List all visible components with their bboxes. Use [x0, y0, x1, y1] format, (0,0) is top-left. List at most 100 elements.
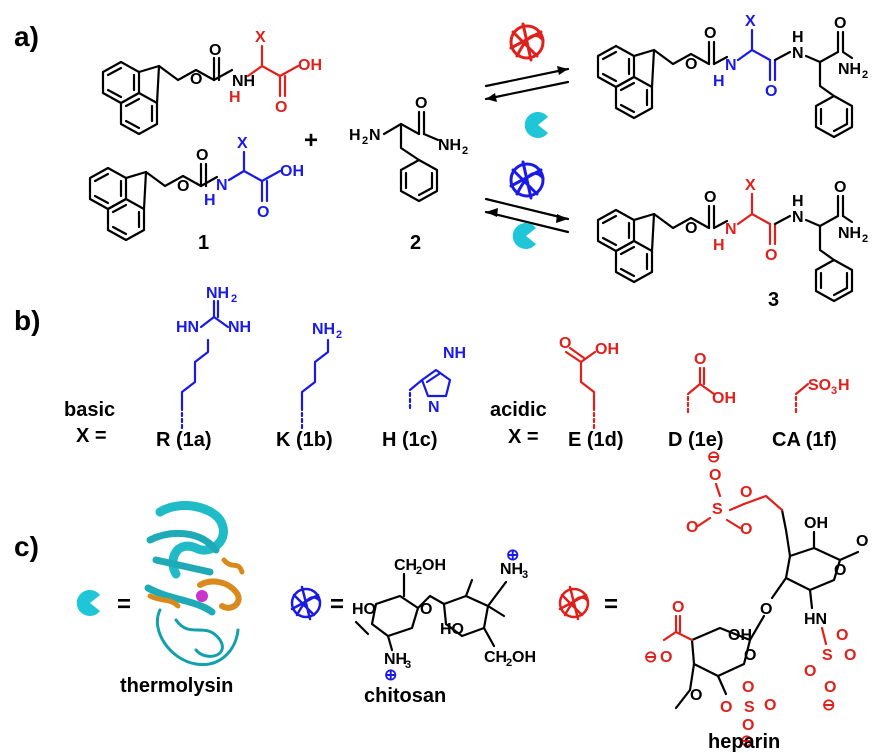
svg-text:N: N [725, 221, 737, 238]
svg-text:HN: HN [804, 611, 827, 628]
histidine-side-chain: NH N [408, 345, 466, 416]
red-scribble-heparin-icon [558, 585, 590, 621]
equals-heparin: = [604, 591, 618, 618]
svg-text:⊖: ⊖ [707, 449, 720, 466]
svg-text:O: O [742, 679, 754, 696]
svg-text:NH: NH [443, 345, 466, 362]
svg-text:CH: CH [394, 557, 417, 574]
x-equals-basic: X = [76, 425, 107, 447]
svg-text:2: 2 [462, 145, 468, 157]
plus-sign: + [304, 127, 318, 154]
svg-text:N: N [369, 127, 381, 144]
svg-text:OH: OH [512, 649, 536, 666]
svg-text:O: O [209, 42, 221, 59]
svg-text:NH: NH [838, 225, 861, 242]
compound-label-3: 3 [768, 289, 779, 311]
svg-text:2: 2 [862, 233, 868, 245]
heparin-label: heparin [708, 731, 780, 753]
svg-text:NH: NH [228, 319, 251, 336]
equilibrium-arrows-top [484, 66, 570, 102]
equals-thermolysin: = [117, 591, 131, 618]
label-E-1d: E (1d) [568, 429, 624, 451]
svg-text:HO: HO [352, 601, 376, 618]
panel-label-c: c) [14, 531, 39, 562]
svg-text:OH: OH [595, 341, 619, 358]
svg-text:O: O [415, 95, 427, 112]
svg-text:O: O [804, 663, 816, 680]
x-equals-acidic: X = [508, 426, 539, 448]
svg-text:NH: NH [384, 651, 407, 668]
svg-text:OH: OH [422, 557, 446, 574]
svg-text:N: N [792, 209, 804, 226]
thermolysin-label: thermolysin [120, 675, 233, 697]
svg-text:O: O [694, 351, 706, 368]
svg-text:OH: OH [298, 57, 322, 74]
svg-text:SO: SO [808, 377, 831, 394]
svg-text:N: N [428, 399, 440, 416]
blue-scribble-chitosan-icon [509, 160, 545, 200]
svg-text:OH: OH [804, 515, 828, 532]
acidic-label: acidic [490, 399, 547, 421]
svg-text:O: O [420, 601, 432, 618]
svg-text:O: O [704, 25, 716, 42]
svg-text:H: H [713, 237, 725, 254]
label-H-1c: H (1c) [382, 429, 438, 451]
svg-text:O: O [836, 627, 848, 644]
svg-text:⊕: ⊕ [506, 547, 519, 564]
svg-text:HN: HN [176, 319, 199, 336]
svg-text:O: O [685, 56, 697, 73]
svg-text:3: 3 [522, 569, 528, 581]
aspartate-side-chain: O OH [686, 351, 736, 414]
heparin-structure: O O OH O S O ⊖ O O HN S O O O ⊖ O O OH O [644, 449, 868, 750]
svg-text:O: O [764, 697, 776, 714]
svg-text:NH: NH [206, 285, 229, 302]
svg-text:OH: OH [728, 627, 752, 644]
svg-text:CH: CH [484, 649, 507, 666]
svg-text:X: X [255, 29, 266, 46]
compound-label-2: 2 [410, 232, 421, 254]
svg-text:O: O [834, 179, 846, 196]
svg-text:H: H [204, 192, 216, 209]
svg-text:O: O [834, 562, 846, 579]
dipeptide-product-blue: O O N H X O N H O NH 2 [596, 13, 868, 139]
svg-text:O: O [690, 687, 702, 704]
svg-text:O: O [686, 519, 698, 536]
svg-text:⊖: ⊖ [822, 697, 835, 714]
svg-text:O: O [709, 467, 721, 484]
svg-text:N: N [792, 45, 804, 62]
cyan-pacman-thermolysin-icon [512, 223, 536, 249]
svg-text:⊖: ⊖ [740, 733, 753, 750]
fmoc-amino-acid-blue: O O N H X O OH [88, 135, 304, 242]
svg-text:O: O [257, 204, 269, 221]
blue-scribble-chitosan-icon [290, 585, 322, 621]
svg-text:X: X [745, 13, 756, 30]
svg-text:OH: OH [280, 163, 304, 180]
svg-text:⊕: ⊕ [384, 667, 397, 684]
cyan-pacman-thermolysin-icon [524, 112, 548, 138]
equals-chitosan: = [330, 591, 344, 618]
svg-text:NH: NH [438, 137, 461, 154]
svg-text:O: O [177, 178, 189, 195]
basic-label: basic [64, 399, 115, 421]
svg-text:N: N [725, 57, 737, 74]
cysteic-acid-side-chain: SO 3 H [794, 377, 850, 414]
svg-text:HO: HO [440, 621, 464, 638]
svg-text:H: H [792, 193, 804, 210]
svg-text:2: 2 [416, 565, 422, 577]
svg-text:N: N [216, 177, 228, 194]
svg-text:O: O [685, 220, 697, 237]
svg-text:O: O [824, 679, 836, 696]
svg-text:O: O [704, 189, 716, 206]
thermolysin-protein-ribbon [144, 501, 245, 667]
svg-text:H: H [713, 73, 725, 90]
svg-text:2: 2 [336, 329, 342, 341]
panel-label-b: b) [14, 305, 40, 336]
svg-text:O: O [844, 647, 856, 664]
svg-text:O: O [559, 335, 571, 352]
svg-text:X: X [237, 135, 248, 152]
lysine-side-chain: NH 2 [300, 321, 342, 430]
svg-text:O: O [765, 83, 777, 100]
label-R-1a: R (1a) [156, 429, 212, 451]
svg-text:⊖: ⊖ [644, 649, 657, 666]
svg-text:OH: OH [712, 390, 736, 407]
